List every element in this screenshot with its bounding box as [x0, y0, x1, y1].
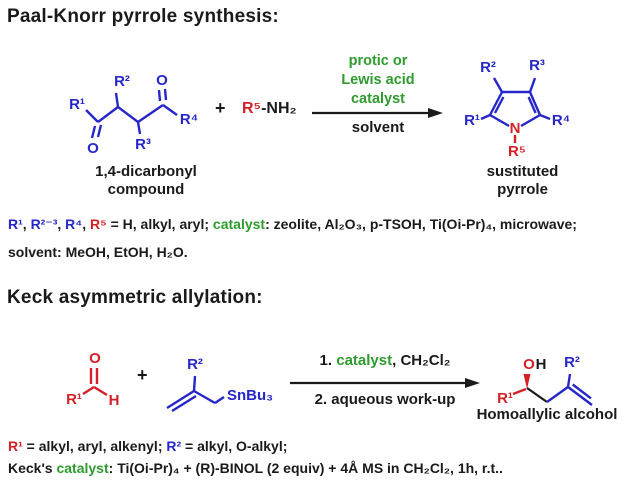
pyrrole-r3-label: R³	[529, 57, 545, 74]
r2-label: R²	[114, 73, 130, 90]
condition-line-1: protic or	[348, 53, 408, 69]
catalyst-conditions: protic or Lewis acid catalyst	[308, 52, 448, 109]
reaction-arrow-2	[290, 378, 480, 388]
condition-line-2: Lewis acid	[341, 72, 415, 88]
r1-label: R¹	[69, 96, 85, 113]
pyrrole-bonds	[480, 77, 551, 143]
dicarbonyl-structure: R¹ R² R³ R⁴ O O	[69, 72, 198, 157]
paal-knorr-note-line2: solvent: MeOH, EtOH, H₂O.	[8, 244, 188, 260]
alcohol-structure: O H R¹ R²	[497, 354, 593, 407]
aldehyde-r1-label: R¹	[66, 391, 82, 408]
keck-conditions-below: 2. aqueous work-up	[314, 391, 456, 408]
alcohol-r2-label: R²	[564, 354, 580, 371]
alcohol-caption: Homoallylic alcohol	[476, 406, 618, 423]
pyrrole-n-label: N	[510, 120, 521, 137]
paal-knorr-note-line1: R¹, R²⁻³, R⁴, R⁵ = H, alkyl, aryl; catal…	[8, 216, 577, 232]
reaction-arrow-1	[312, 108, 443, 118]
aldehyde-h-label: H	[109, 392, 120, 409]
plus-sign-1: +	[215, 98, 226, 118]
snbu3-label: SnBu₃	[227, 387, 273, 404]
o-left-label: O	[87, 140, 99, 157]
alcohol-bonds	[512, 373, 593, 406]
pyrrole-r4-label: R⁴	[552, 112, 570, 129]
plus-sign-2: +	[137, 365, 148, 385]
keck-title: Keck asymmetric allylation:	[7, 287, 263, 308]
dicarbonyl-bonds	[85, 88, 178, 139]
pyrrole-caption: sustituted pyrrole	[486, 163, 559, 198]
pyrrole-r1-label: R¹	[464, 112, 480, 129]
alcohol-r1-label: R¹	[497, 390, 513, 407]
keck-note-line2: Keck's catalyst: Ti(Oi-Pr)₄ + (R)-BINOL …	[8, 460, 503, 476]
aldehyde-structure: O R¹ H	[66, 350, 120, 409]
stannane-r2-label: R²	[187, 356, 203, 373]
stannane-bonds	[166, 375, 225, 413]
r3-label: R³	[135, 136, 151, 153]
condition-line-3: catalyst	[350, 91, 405, 107]
pyrrole-r2-label: R²	[480, 59, 496, 76]
pyrrole-structure: R² R³ R¹ R⁴ N R⁵	[464, 57, 570, 160]
alcohol-h-label: H	[536, 356, 547, 373]
paal-knorr-title: Paal-Knorr pyrrole synthesis:	[7, 6, 279, 27]
o-right-label: O	[156, 72, 168, 89]
stannane-structure: R² SnBu₃	[166, 356, 273, 413]
keck-note-line1: R¹ = alkyl, aryl, alkenyl; R² = alkyl, O…	[8, 438, 288, 454]
keck-conditions-above: 1. catalyst, CH₂Cl₂	[319, 352, 451, 369]
aldehyde-o-label: O	[89, 350, 101, 367]
aldehyde-bonds	[82, 368, 108, 397]
pyrrole-r5-label: R⁵	[508, 143, 526, 160]
alcohol-o-label: O	[523, 356, 535, 373]
r4-label: R⁴	[180, 111, 198, 128]
solvent-label: solvent	[351, 119, 405, 136]
stereo-wedge	[523, 374, 531, 389]
amine-formula: R⁵-NH₂	[242, 100, 297, 117]
dicarbonyl-caption: 1,4-dicarbonyl compound	[95, 163, 197, 198]
